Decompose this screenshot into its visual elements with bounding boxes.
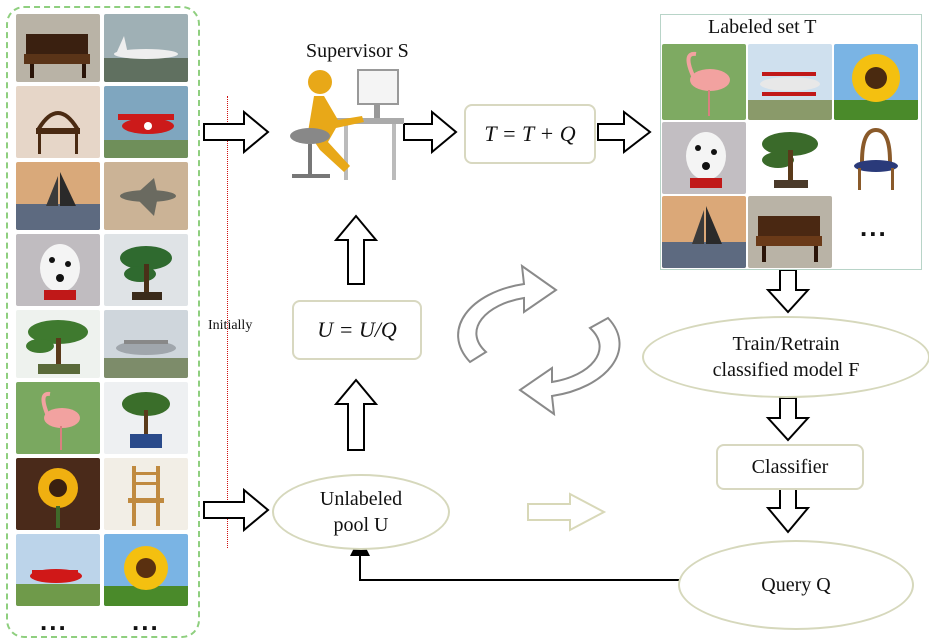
supervisor-label: Supervisor S	[306, 40, 409, 62]
faint-arrow	[527, 492, 607, 532]
thumb-potted-bonsai	[104, 382, 188, 454]
thumb-wooden-chair	[104, 458, 188, 530]
arrow-to-unlabeled	[203, 487, 270, 533]
thumb-sunflower	[16, 458, 100, 530]
thumb-sailboat	[16, 162, 100, 230]
left-ellipsis-2: ...	[132, 606, 160, 636]
thumb-dalmatian	[16, 234, 100, 306]
unlabeled-line-2: pool U	[333, 514, 389, 536]
labeled-sailboat	[662, 196, 746, 268]
thumb-red-plane	[104, 86, 188, 158]
train-line-2: classified model F	[712, 359, 860, 381]
labeled-biplane	[748, 44, 832, 120]
unlabeled-line-1: Unlabeled	[319, 488, 403, 510]
labeled-set-panel	[660, 14, 922, 270]
classifier-box: Classifier	[716, 444, 864, 490]
update-u-box: U = U/Q	[292, 300, 422, 360]
labeled-dalmatian	[662, 122, 746, 194]
thumb-flamingo	[16, 382, 100, 454]
left-ellipsis-1: ...	[40, 606, 68, 636]
labeled-sunflower	[834, 44, 918, 120]
labeled-set-label: Labeled set T	[708, 16, 817, 38]
thumb-sunflower-field	[104, 534, 188, 606]
thumb-red-toy-plane	[16, 534, 100, 606]
labeled-piano	[748, 196, 832, 268]
unlabeled-pool-node: Unlabeled pool U	[272, 474, 450, 550]
labeled-flamingo	[662, 44, 746, 120]
initial-split-line	[227, 96, 228, 548]
arrow-up-to-update-u	[333, 378, 379, 451]
initially-label: Initially	[208, 318, 253, 333]
cycle-icon	[457, 263, 621, 417]
query-label: Query Q	[761, 574, 831, 596]
labeled-antique-chair	[834, 122, 918, 194]
thumb-bonsai-wide	[16, 310, 100, 378]
query-to-pool-connector	[350, 536, 680, 581]
supervisor-figure	[280, 62, 406, 190]
labeled-ellipsis: ...	[860, 212, 888, 242]
thumb-propeller-plane	[104, 310, 188, 378]
labeled-bonsai	[748, 122, 832, 194]
query-node: Query Q	[678, 540, 914, 630]
thumb-airplane	[104, 14, 188, 82]
train-line-1: Train/Retrain	[732, 333, 840, 355]
supervisor-at-computer-icon	[290, 69, 404, 180]
arrow-up-to-supervisor	[333, 214, 379, 285]
arrow-to-supervisor	[203, 109, 270, 155]
arrow-to-labeled-set	[597, 109, 652, 155]
arrow-down-to-query	[765, 487, 811, 534]
thumb-jet	[104, 162, 188, 230]
arrow-down-to-classifier	[765, 397, 811, 442]
thumb-chair	[16, 86, 100, 158]
unlabeled-image-panel	[6, 6, 200, 638]
thumb-bonsai	[104, 234, 188, 306]
arrow-to-update-t	[403, 109, 458, 155]
arrow-down-to-train	[765, 269, 811, 314]
update-t-box: T = T + Q	[464, 104, 596, 164]
train-retrain-node: Train/Retrain classified model F	[642, 316, 929, 398]
thumb-piano	[16, 14, 100, 82]
